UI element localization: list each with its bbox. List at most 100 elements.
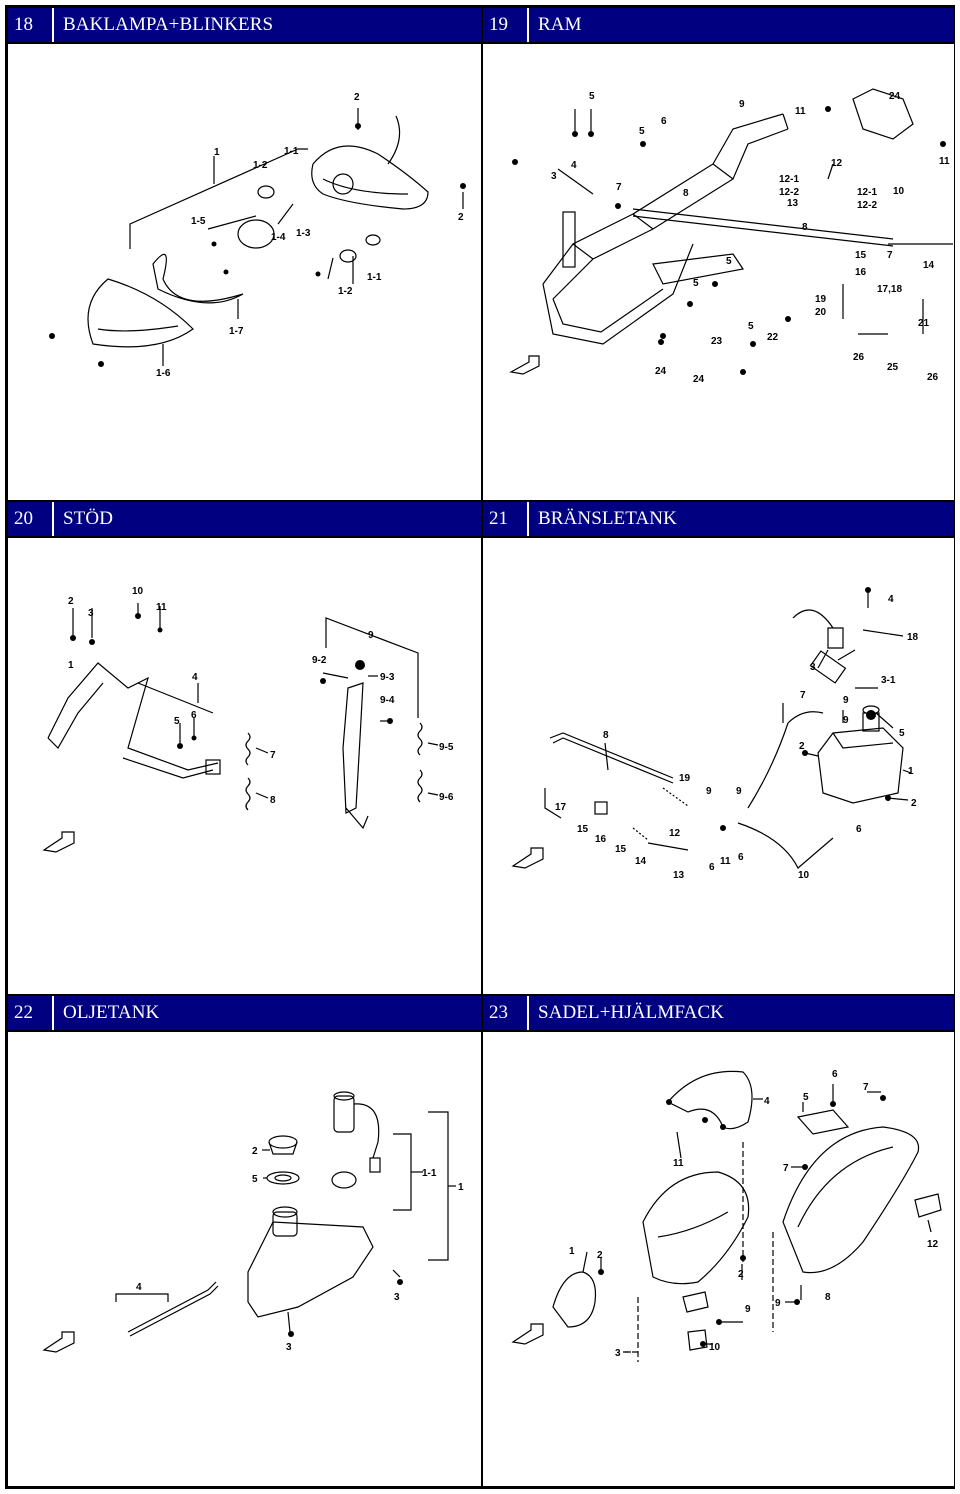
callout: 16 (595, 834, 607, 845)
callout: 6 (661, 116, 667, 127)
callout: 6 (191, 710, 197, 721)
callout: 1-1 (367, 272, 382, 283)
front-arrow-icon (511, 847, 544, 869)
callout: 12-2 (779, 187, 799, 198)
callout: 5 (803, 1092, 809, 1103)
callout: 17 (555, 802, 567, 813)
callout: 8 (825, 1292, 831, 1303)
callout: 1 (68, 660, 74, 671)
callout: 14 (923, 260, 935, 271)
callout: 15 (577, 824, 589, 835)
callout: 8 (603, 730, 609, 741)
callout: 7 (800, 690, 806, 701)
callout: 6 (832, 1069, 838, 1080)
callout: 5 (174, 716, 180, 727)
parts-catalog-page: 18 BAKLAMPA+BLINKERS (5, 5, 955, 1489)
callout: 19 (815, 294, 827, 305)
callout: 3 (394, 1292, 400, 1303)
callout: 1-6 (156, 368, 171, 379)
callout: 6 (709, 862, 715, 873)
section-header: 19 RAM (483, 8, 954, 44)
stand-diagram: 2 3 10 11 9 9-2 9-3 9-4 1 4 5 6 7 8 9-5 … (42, 586, 454, 853)
callout: 4 (192, 672, 198, 683)
callout: 11 (673, 1158, 684, 1169)
callout: 2 (458, 212, 464, 223)
section-number: 19 (483, 8, 529, 42)
callout: 9 (775, 1298, 781, 1309)
section-21: 21 BRÄNSLETANK (482, 501, 955, 995)
callout: 26 (853, 352, 865, 363)
callout: 3 (810, 662, 816, 673)
callout: 16 (855, 267, 867, 278)
callout: 23 (711, 336, 723, 347)
callout: 10 (132, 586, 144, 597)
callout: 9 (745, 1304, 751, 1315)
callout: 12 (927, 1239, 939, 1250)
callout: 15 (615, 844, 627, 855)
callout: 10 (893, 186, 905, 197)
section-header: 21 BRÄNSLETANK (483, 502, 954, 538)
callout: 24 (655, 366, 667, 377)
callout: 3 (551, 171, 557, 182)
callout: 10 (798, 870, 810, 881)
callout: 12-2 (857, 200, 877, 211)
callout: 1-7 (229, 326, 244, 337)
callout: 1-2 (338, 286, 353, 297)
callout: 18 (907, 632, 919, 643)
callout: 11 (939, 156, 950, 167)
callout: 1 (214, 147, 220, 158)
section-number: 23 (483, 996, 529, 1030)
callout: 5 (589, 91, 595, 102)
callout: 15 (855, 250, 867, 261)
callout: 9 (843, 715, 849, 726)
callout: 26 (927, 372, 939, 383)
oil-tank-diagram: 2 5 1-1 1 3 4 3 (42, 1091, 464, 1353)
fuel-tank-diagram: 4 18 3 3-1 7 9 9 5 8 2 1 2 19 9 9 6 17 1… (511, 587, 919, 881)
callout: 4 (888, 594, 894, 605)
section-title: SADEL+HJÄLMFACK (538, 1002, 725, 1023)
callout: 2 (354, 92, 360, 103)
callout: 2 (68, 596, 74, 607)
callout: 8 (683, 188, 689, 199)
callout: 21 (918, 318, 930, 329)
callout: 3-1 (881, 675, 896, 686)
callout: 8 (802, 222, 808, 233)
callout: 1-5 (191, 216, 206, 227)
callout: 1-2 (253, 160, 268, 171)
callout: 1-3 (296, 228, 311, 239)
section-number: 22 (8, 996, 54, 1030)
section-23: 23 SADEL+HJÄLMFACK (482, 995, 955, 1487)
callout: 2 (252, 1146, 258, 1157)
callout: 9 (736, 786, 742, 797)
front-arrow-icon (511, 1323, 544, 1345)
callout: 1-4 (271, 232, 286, 243)
section-20: 20 STÖD (7, 501, 482, 995)
section-title: OLJETANK (63, 1002, 160, 1023)
callout: 6 (738, 852, 744, 863)
callout: 6 (856, 824, 862, 835)
callout: 9-5 (439, 742, 454, 753)
callout: 2 (738, 1269, 744, 1280)
callout: 2 (799, 741, 805, 752)
section-title: STÖD (63, 508, 114, 529)
front-arrow-icon (509, 355, 540, 375)
callout: 12-1 (857, 187, 877, 198)
callout: 11 (720, 856, 731, 867)
callout: 20 (815, 307, 827, 318)
callout: 5 (252, 1174, 258, 1185)
section-header: 23 SADEL+HJÄLMFACK (483, 996, 954, 1032)
section-title: BRÄNSLETANK (538, 508, 677, 529)
callout: 9-4 (380, 695, 395, 706)
front-arrow-icon (42, 831, 75, 853)
callout: 14 (635, 856, 647, 867)
callout: 3 (88, 608, 94, 619)
callout: 9 (739, 99, 745, 110)
section-19: 19 RAM (482, 7, 955, 501)
callout: 13 (673, 870, 685, 881)
callout: 17,18 (877, 284, 902, 295)
section-header: 22 OLJETANK (8, 996, 481, 1032)
section-number: 20 (8, 502, 54, 536)
callout: 3 (286, 1342, 292, 1353)
callout: 19 (679, 773, 691, 784)
callout: 1 (458, 1182, 464, 1193)
